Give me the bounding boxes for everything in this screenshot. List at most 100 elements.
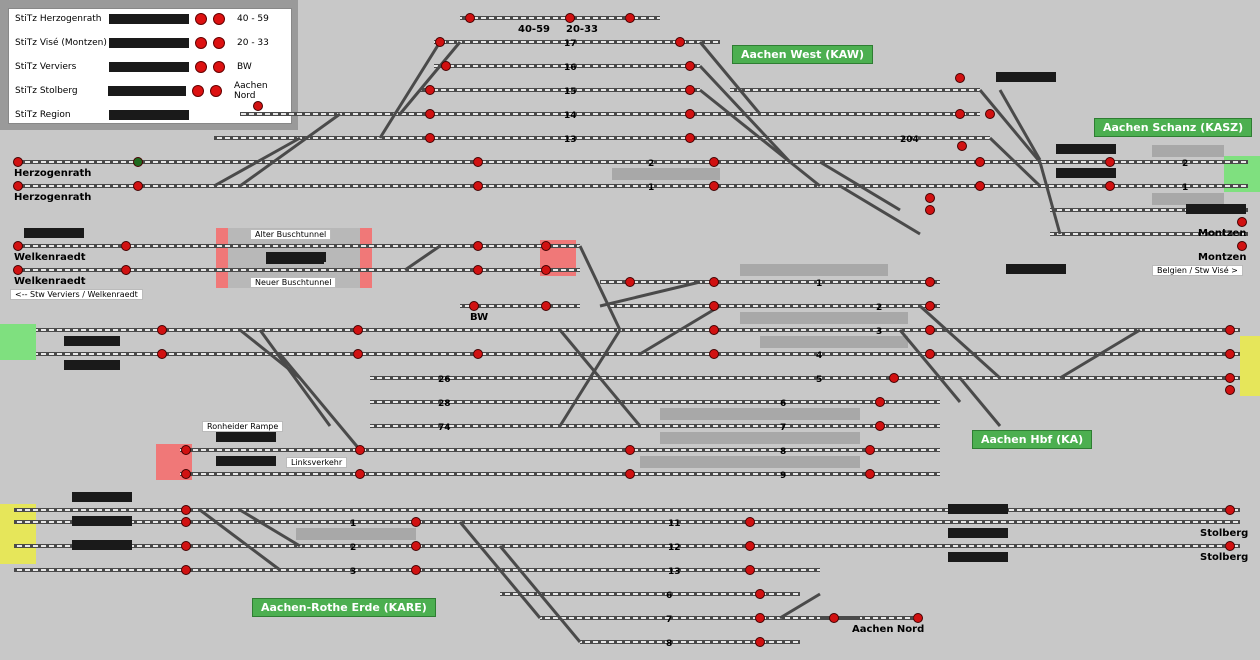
track-segment <box>14 160 1248 164</box>
label-stw-verviers: <-- Stw Verviers / Welkenraedt <box>10 289 143 300</box>
signal-red-icon <box>755 637 765 647</box>
signal-red-icon <box>1237 241 1247 251</box>
track-segment <box>434 64 700 68</box>
legend-panel: StiTz Herzogenrath 40 - 59 StiTz Visé (M… <box>8 8 292 124</box>
signal-red-icon <box>355 469 365 479</box>
signal-red-icon <box>925 325 935 335</box>
signal-red-icon <box>709 157 719 167</box>
place-stolberg: Stolberg <box>1200 552 1249 563</box>
exit-box-west[interactable] <box>0 324 36 360</box>
station-aachen-schanz[interactable]: Aachen Schanz (KASZ) <box>1094 118 1253 137</box>
track-number: 2 <box>648 159 654 169</box>
signal-red-icon <box>425 133 435 143</box>
signal-red-icon <box>353 325 363 335</box>
signal-red-icon <box>1225 505 1235 515</box>
track-segment <box>1050 232 1248 236</box>
track-diagonal <box>978 89 1042 163</box>
signals <box>13 13 1247 647</box>
signal-red-icon <box>685 61 695 71</box>
place-bw: BW <box>470 312 489 323</box>
track-segment <box>380 136 700 140</box>
track-diagonal <box>779 592 821 620</box>
signal-red-icon <box>411 541 421 551</box>
station-aachen-rothe-erde[interactable]: Aachen-Rothe Erde (KARE) <box>252 598 436 617</box>
led-display <box>72 540 132 550</box>
track-segment <box>14 508 1240 512</box>
signal-red-icon <box>411 517 421 527</box>
signal-red-icon <box>875 397 885 407</box>
track-segment <box>700 112 980 116</box>
signal-red-icon <box>195 37 207 49</box>
led-display <box>107 86 187 96</box>
exit-boxes <box>0 156 1260 564</box>
signal-red-icon <box>195 61 207 73</box>
track-labels: 17 16 15 14 13 2 1 204 2 1 1 2 3 4 5 26 … <box>350 39 1188 649</box>
track-segment <box>580 640 800 644</box>
signal-red-icon <box>181 565 191 575</box>
track-number: 5 <box>816 375 822 385</box>
place-montzen: Montzen <box>1198 228 1247 239</box>
track-diagonal <box>918 304 1002 380</box>
legend-row-stolberg[interactable]: StiTz Stolberg Aachen Nord <box>15 81 291 101</box>
track-number: 1 <box>1182 183 1188 193</box>
track-segment <box>14 520 1240 524</box>
legend-row-herzogenrath[interactable]: StiTz Herzogenrath 40 - 59 <box>15 11 269 27</box>
track-diagonal <box>958 377 1002 427</box>
place-herzogenrath: Herzogenrath <box>14 192 92 203</box>
led-display <box>948 504 1008 514</box>
signal-red-icon <box>181 445 191 455</box>
track-diagonal <box>258 329 332 427</box>
track-diagonal <box>699 88 821 188</box>
track-number: 2 <box>350 543 356 553</box>
track-segment <box>180 472 940 476</box>
track-number: 8 <box>780 447 786 457</box>
led-display <box>216 456 276 466</box>
signal-red-icon <box>411 565 421 575</box>
signal-red-icon <box>975 181 985 191</box>
signal-red-icon <box>625 469 635 479</box>
track-segment <box>600 280 940 284</box>
track-segment <box>700 136 990 140</box>
signal-red-icon <box>625 277 635 287</box>
signal-red-icon <box>181 517 191 527</box>
track-segment <box>370 376 1240 380</box>
exit-box-rothe[interactable] <box>0 504 36 564</box>
signal-red-icon <box>875 421 885 431</box>
led-display <box>948 528 1008 538</box>
legend-row-region[interactable]: StiTz Region <box>15 107 189 123</box>
signal-red-icon <box>469 301 479 311</box>
station-aachen-hbf[interactable]: Aachen Hbf (KA) <box>972 430 1093 449</box>
track-number: 26 <box>438 375 451 385</box>
track-diagonal <box>498 545 582 643</box>
signal-red-icon <box>745 565 755 575</box>
track-diagonal <box>599 280 701 308</box>
signal-red-icon <box>121 265 131 275</box>
exit-box-east[interactable] <box>1240 336 1260 396</box>
led-display <box>64 360 120 370</box>
track-diagonal <box>1059 352 1101 380</box>
place-welkenraedt: Welkenraedt <box>14 276 86 287</box>
track-segment <box>14 244 405 248</box>
track-number: 15 <box>564 87 577 97</box>
signal-red-icon <box>925 205 935 215</box>
track-number: 13 <box>668 567 681 577</box>
track-number: 9 <box>780 471 786 481</box>
track-segment <box>370 424 940 428</box>
signal-red-icon <box>473 265 483 275</box>
led-display <box>266 254 324 264</box>
place-aachen-nord: Aachen Nord <box>852 624 925 635</box>
track-number: 12 <box>668 543 681 553</box>
legend-row-name: StiTz Visé (Montzen) <box>15 38 107 48</box>
signal-red-icon <box>1225 541 1235 551</box>
track-segment <box>14 544 1240 548</box>
track-number: 2 <box>1182 159 1188 169</box>
label-linksverkehr: Linksverkehr <box>286 457 348 468</box>
signal-red-icon <box>755 613 765 623</box>
station-aachen-west[interactable]: Aachen West (KAW) <box>732 45 873 64</box>
signal-red-icon <box>13 157 23 167</box>
signal-red-icon <box>353 349 363 359</box>
track-segment <box>500 592 800 596</box>
track-diagonal <box>239 508 301 548</box>
legend-row-vise[interactable]: StiTz Visé (Montzen) 20 - 33 <box>15 35 269 51</box>
legend-row-verviers[interactable]: StiTz Verviers BW <box>15 59 252 75</box>
